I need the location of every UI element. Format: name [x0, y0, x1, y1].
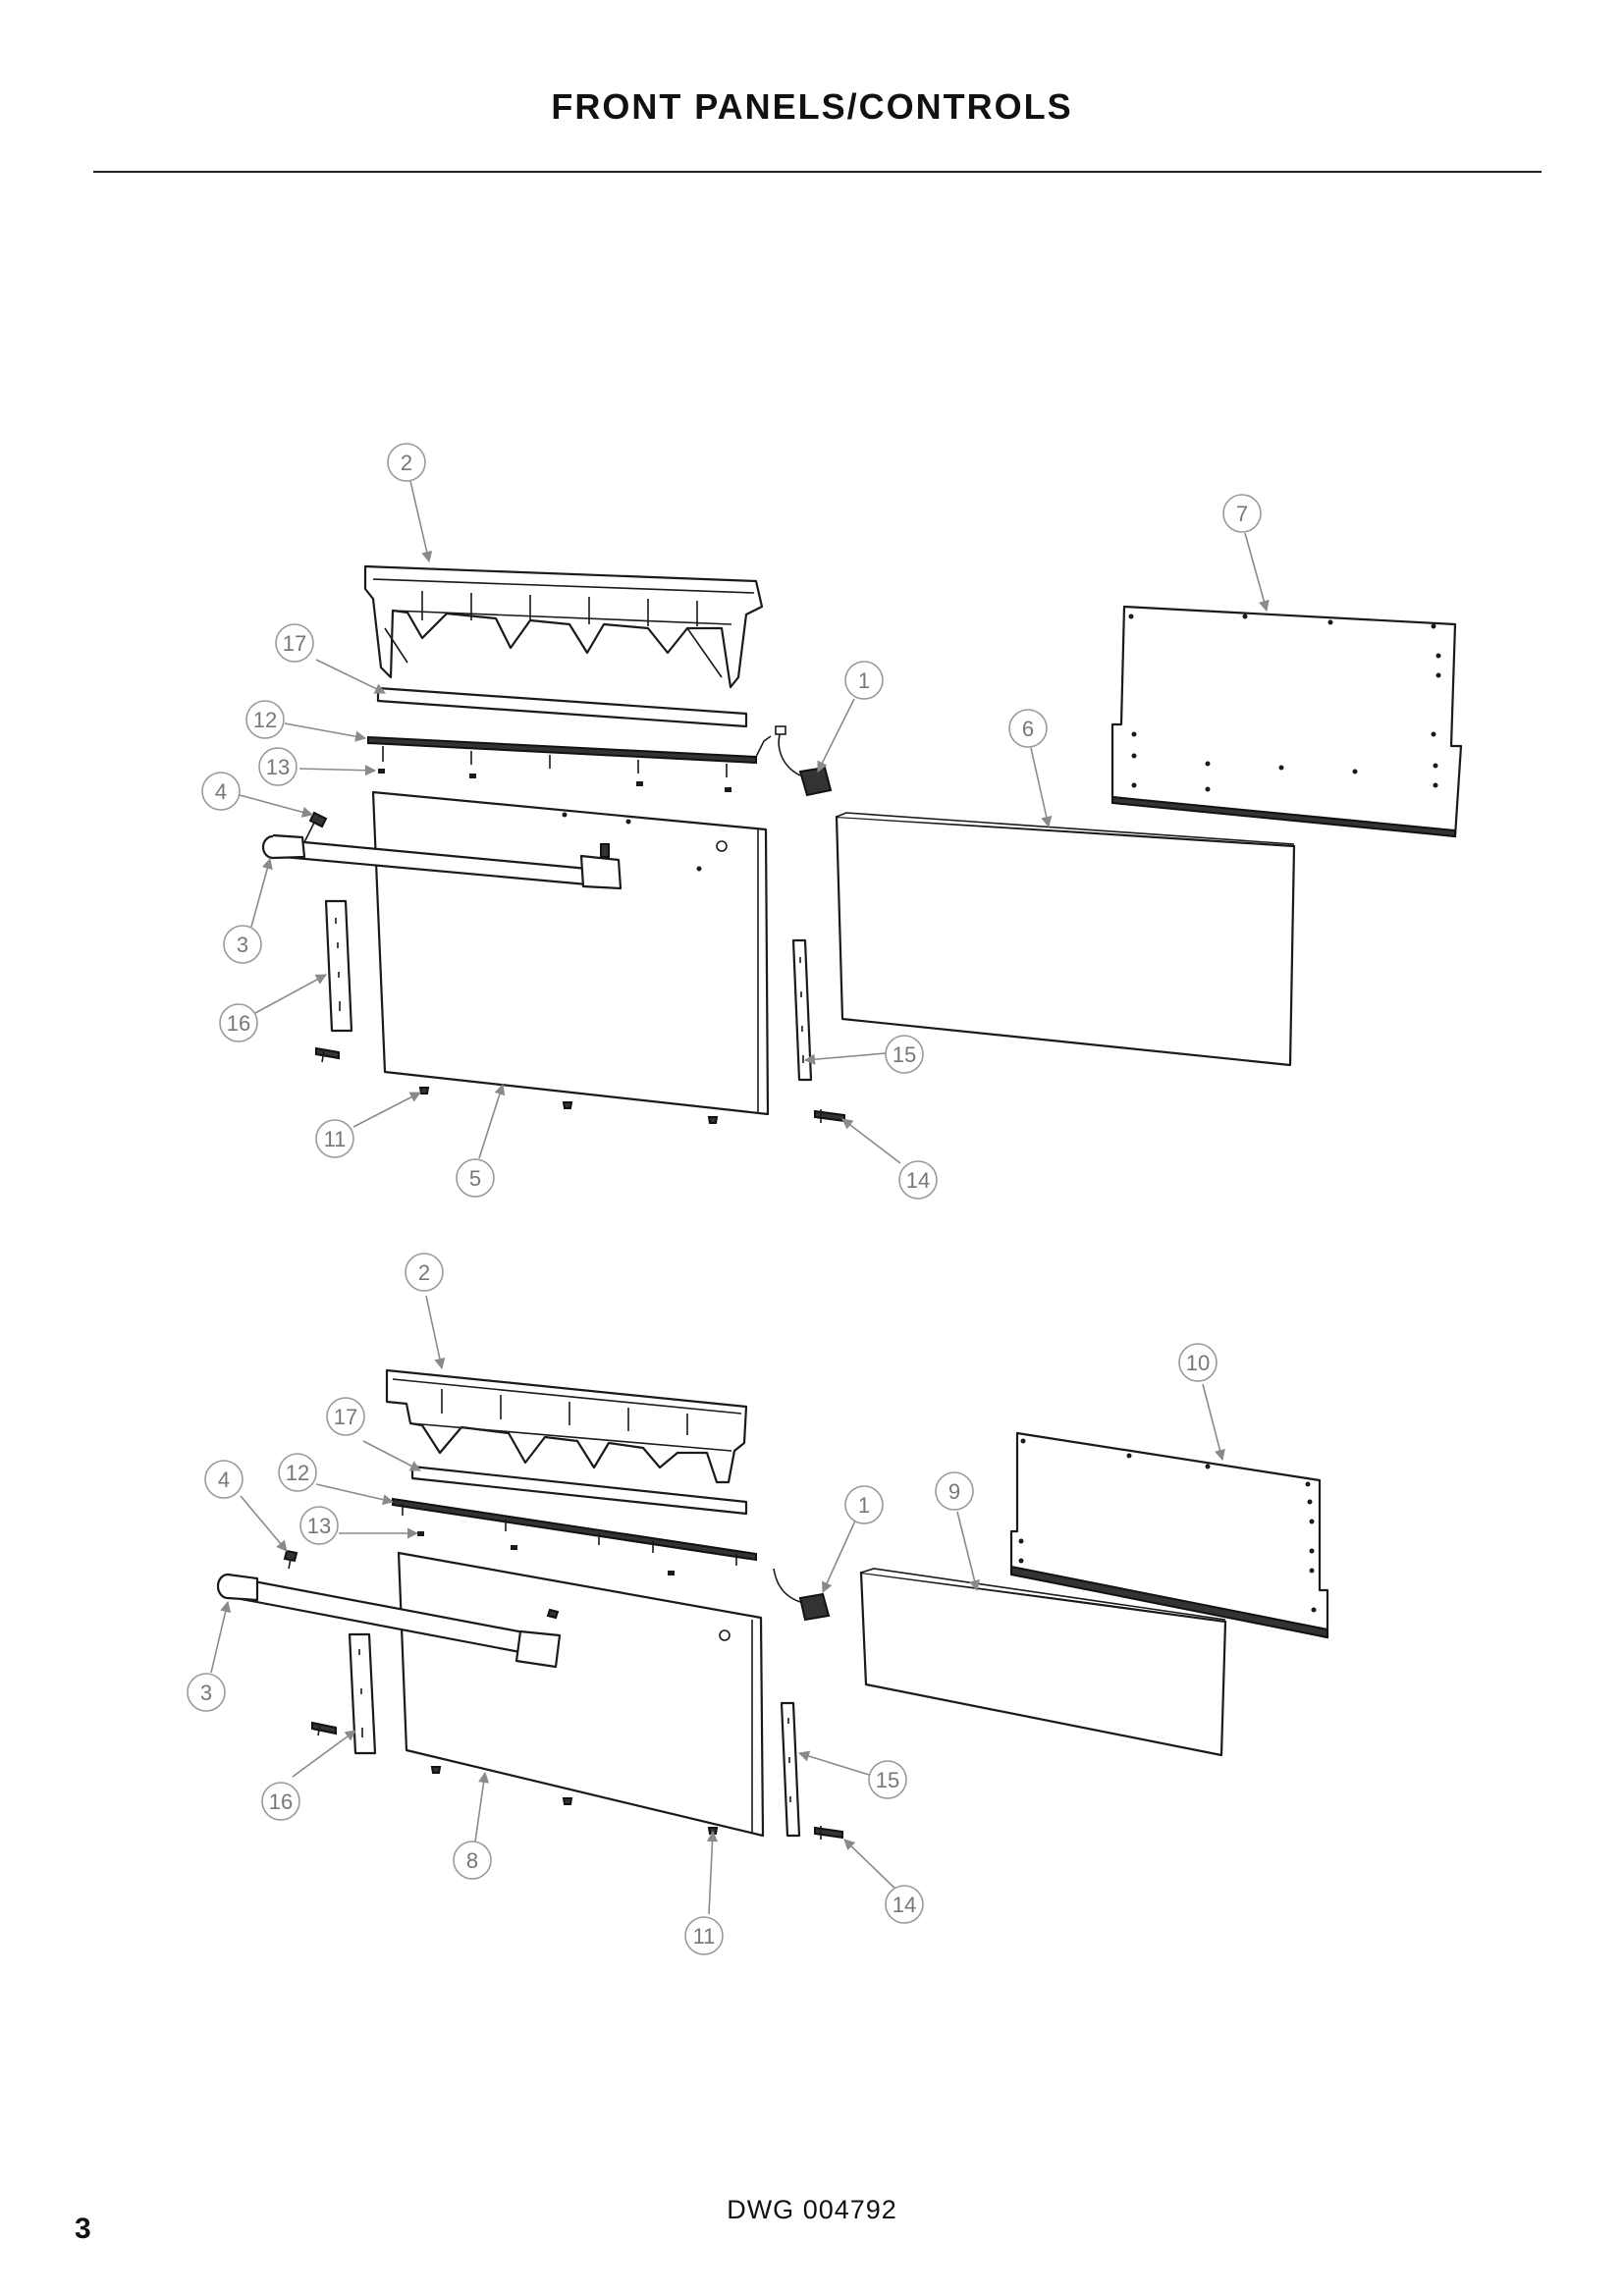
clips-lower: [417, 1531, 675, 1575]
svg-text:15: 15: [893, 1042, 916, 1067]
callout-7-upper: 7: [1222, 494, 1262, 533]
glass-strip-upper: [376, 686, 748, 728]
drawing-number: DWG 004792: [727, 2195, 897, 2224]
screw-upper: [303, 811, 328, 843]
bumpers-upper: [418, 1087, 719, 1124]
svg-text:6: 6: [1022, 717, 1034, 741]
svg-text:11: 11: [693, 1924, 716, 1949]
screw-lower: [283, 1549, 298, 1570]
callout-11-lower: 11: [684, 1916, 724, 1955]
svg-text:16: 16: [269, 1789, 293, 1814]
svg-text:15: 15: [876, 1768, 899, 1792]
callout-8-lower: 8: [453, 1841, 492, 1880]
callout-12-upper: 12: [245, 700, 285, 739]
svg-text:14: 14: [893, 1893, 916, 1917]
svg-text:1: 1: [858, 1493, 870, 1518]
control-module-lower: [773, 1568, 831, 1622]
svg-text:12: 12: [286, 1461, 309, 1485]
svg-text:14: 14: [906, 1168, 930, 1193]
back-plate-10: [1009, 1431, 1329, 1639]
svg-text:12: 12: [253, 708, 277, 732]
callout-16-upper: 16: [219, 1003, 258, 1042]
callout-9-lower: 9: [935, 1471, 974, 1511]
svg-text:7: 7: [1236, 502, 1248, 526]
callout-3-lower: 3: [187, 1673, 226, 1712]
door-panel-8: [397, 1551, 765, 1838]
callout-16-lower: 16: [261, 1782, 300, 1821]
control-bracket-upper: [363, 564, 764, 689]
callout-1-lower: 1: [844, 1485, 884, 1524]
title-rule: [93, 171, 1542, 173]
callout-14-lower: 14: [885, 1885, 924, 1924]
svg-text:17: 17: [334, 1405, 357, 1429]
svg-text:3: 3: [200, 1681, 212, 1705]
callout-3-upper: 3: [223, 925, 262, 964]
svg-text:17: 17: [283, 631, 306, 656]
svg-text:16: 16: [227, 1011, 250, 1036]
back-plate-7: [1110, 605, 1463, 838]
control-bracket-lower: [385, 1368, 748, 1484]
callout-17-upper: 17: [275, 623, 314, 663]
upper-exploded-view: [261, 564, 1463, 1124]
svg-text:10: 10: [1186, 1351, 1210, 1375]
leader-lines: [210, 480, 1270, 1915]
callout-2-lower: 2: [405, 1253, 444, 1292]
svg-text:2: 2: [418, 1260, 430, 1285]
svg-text:13: 13: [307, 1514, 331, 1538]
callout-4-lower: 4: [204, 1460, 244, 1499]
hinge-right-lower: [780, 1701, 843, 1840]
svg-text:4: 4: [218, 1468, 230, 1492]
lower-panel-9: [859, 1568, 1227, 1757]
callout-12-lower: 12: [278, 1453, 317, 1492]
page-number: 3: [75, 2213, 91, 2245]
hinge-right-upper: [791, 938, 845, 1123]
svg-text:11: 11: [324, 1127, 347, 1151]
callout-1-upper: 1: [844, 661, 884, 700]
callout-15-upper: 15: [885, 1035, 924, 1074]
glass-strip-lower: [410, 1465, 748, 1516]
trim-bar-upper: [367, 735, 772, 777]
control-module-upper: [775, 725, 833, 797]
lower-panel-6: [835, 812, 1296, 1067]
svg-text:8: 8: [466, 1848, 478, 1873]
callout-13-lower: 13: [299, 1506, 339, 1545]
callout-2-upper: 2: [387, 443, 426, 482]
callout-17-lower: 17: [326, 1397, 365, 1436]
handle-lower: [216, 1573, 562, 1669]
svg-text:5: 5: [469, 1166, 481, 1191]
door-panel-upper: [371, 790, 770, 1116]
lower-exploded-view: [216, 1368, 1329, 1840]
callout-10-lower: 10: [1178, 1343, 1218, 1382]
svg-text:4: 4: [215, 779, 227, 804]
page-title: FRONT PANELS/CONTROLS: [551, 86, 1073, 127]
callout-14-upper: 14: [898, 1160, 938, 1200]
callout-13-upper: 13: [258, 747, 298, 786]
svg-text:9: 9: [948, 1479, 960, 1504]
handle-upper: [261, 833, 623, 890]
callout-15-lower: 15: [868, 1760, 907, 1799]
callout-6-upper: 6: [1008, 709, 1048, 748]
clips-upper: [378, 769, 731, 792]
svg-text:1: 1: [858, 668, 870, 693]
hinge-left-upper: [315, 899, 353, 1063]
svg-text:3: 3: [237, 933, 248, 957]
callout-4-upper: 4: [201, 772, 241, 811]
callout-5-upper: 5: [456, 1158, 495, 1198]
svg-text:13: 13: [266, 755, 290, 779]
callout-11-upper: 11: [315, 1119, 354, 1158]
hinge-left-lower: [311, 1632, 377, 1755]
svg-text:2: 2: [401, 451, 412, 475]
